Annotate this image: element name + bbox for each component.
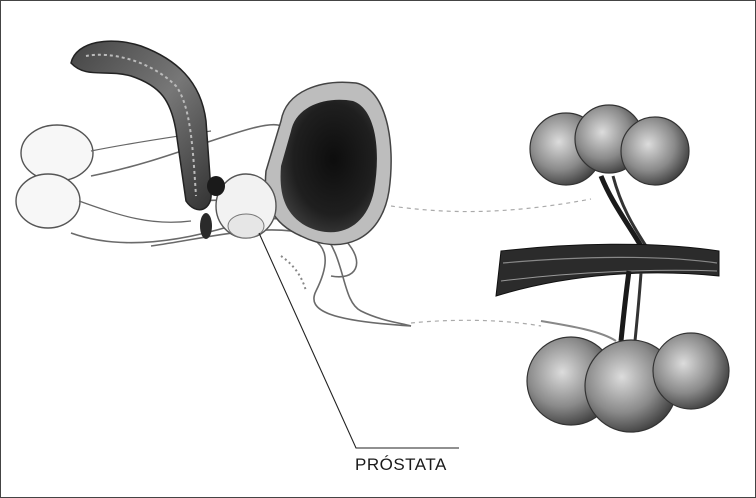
prostate-label: PRÓSTATA [355, 455, 447, 475]
spinal-cord-drawing [496, 105, 729, 432]
penis-drawing [71, 41, 211, 210]
prostate-leader-line [259, 233, 459, 448]
bladder-drawing [265, 82, 391, 244]
